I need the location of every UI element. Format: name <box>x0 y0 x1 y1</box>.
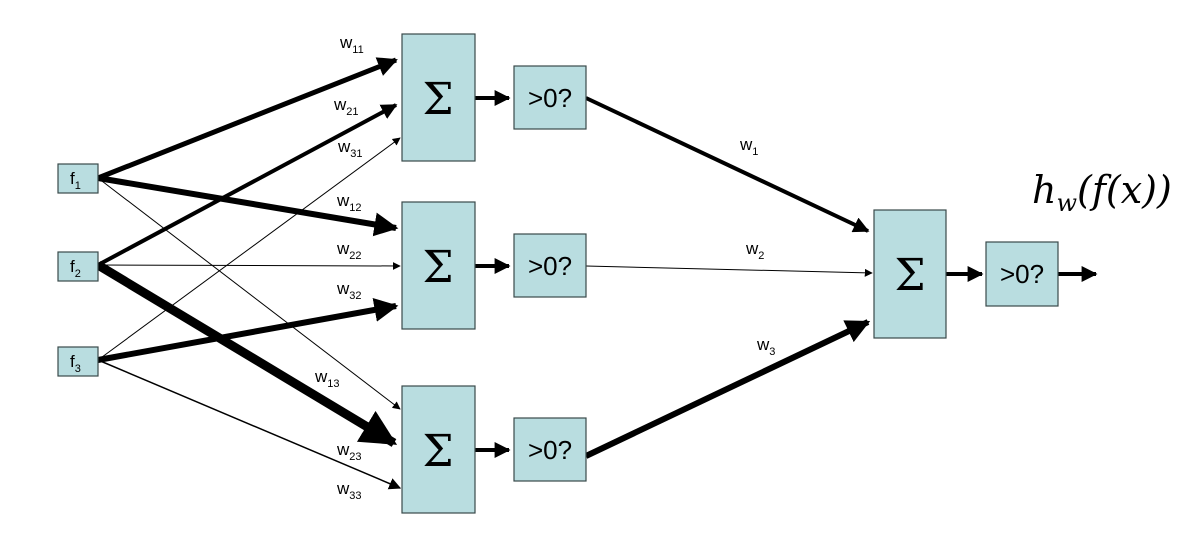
edge-f3-sum2 <box>97 298 399 363</box>
edge-f3-sum3 <box>97 359 402 490</box>
sum-symbol-2: Σ <box>422 242 453 293</box>
output-threshold-label: >0? <box>1000 259 1044 289</box>
feature-f3-sub: 3 <box>75 363 81 375</box>
feature-node-f1: f1 <box>57 163 99 194</box>
edge-f1-sum1 <box>97 57 398 181</box>
output-sum-symbol: Σ <box>894 250 925 301</box>
weight-label-w12: w12 <box>336 191 362 214</box>
svg-text:f1: f1 <box>70 169 81 192</box>
edge-thr1-out <box>585 96 870 233</box>
edge-f1-sum2 <box>97 175 399 237</box>
feature-f3-base: f <box>70 352 75 371</box>
weight-label-w32: w32 <box>336 279 362 302</box>
edge-thr3-out <box>584 319 871 459</box>
edge-f3-sum1 <box>97 137 401 361</box>
edge-thr2-out <box>585 265 873 277</box>
output-formula: hw(f(x)) <box>1032 168 1172 217</box>
weight-label-w11: w11 <box>339 33 364 56</box>
edge-f2-sum1 <box>97 103 398 267</box>
weight-label-w1: w1 <box>739 135 758 158</box>
output-sum-node: Σ <box>873 209 947 339</box>
edge-f2-sum3 <box>95 261 398 447</box>
weight-label-w3: w3 <box>756 335 775 358</box>
feature-f2-base: f <box>70 257 75 276</box>
weight-label-w22: w22 <box>336 239 362 262</box>
weight-label-w23: w23 <box>336 440 362 463</box>
sum-node-3: Σ <box>401 385 476 514</box>
threshold-label-2: >0? <box>528 251 572 281</box>
weight-label-w33: w33 <box>336 479 362 502</box>
feature-node-f3: f3 <box>57 346 99 377</box>
weight-label-w21: w21 <box>333 95 359 118</box>
weight-label-w2: w2 <box>745 239 764 262</box>
edge-f1-sum3 <box>97 177 401 410</box>
threshold-label-1: >0? <box>528 83 572 113</box>
formula-w: w <box>1056 189 1077 217</box>
threshold-label-3: >0? <box>528 435 572 465</box>
feature-node-f2: f2 <box>57 251 99 282</box>
weight-label-w13: w13 <box>314 367 340 390</box>
svg-text:f2: f2 <box>70 257 81 280</box>
threshold-node-1: >0? <box>513 65 587 130</box>
weight-label-w31: w31 <box>337 137 363 160</box>
threshold-node-2: >0? <box>513 233 587 298</box>
sum-node-2: Σ <box>401 201 476 330</box>
feature-f2-sub: 2 <box>75 268 81 280</box>
output-threshold-node: >0? <box>985 241 1059 307</box>
sum-node-1: Σ <box>401 33 476 162</box>
sum-symbol-3: Σ <box>422 426 453 477</box>
formula-rest: (f(x)) <box>1077 168 1172 212</box>
edge-f2-sum2 <box>97 261 401 270</box>
sum-symbol-1: Σ <box>422 74 453 125</box>
feature-f1-base: f <box>70 169 75 188</box>
threshold-node-3: >0? <box>513 417 587 482</box>
formula-h: h <box>1032 168 1056 212</box>
svg-text:f3: f3 <box>70 352 81 375</box>
feature-f1-sub: 1 <box>75 180 81 192</box>
